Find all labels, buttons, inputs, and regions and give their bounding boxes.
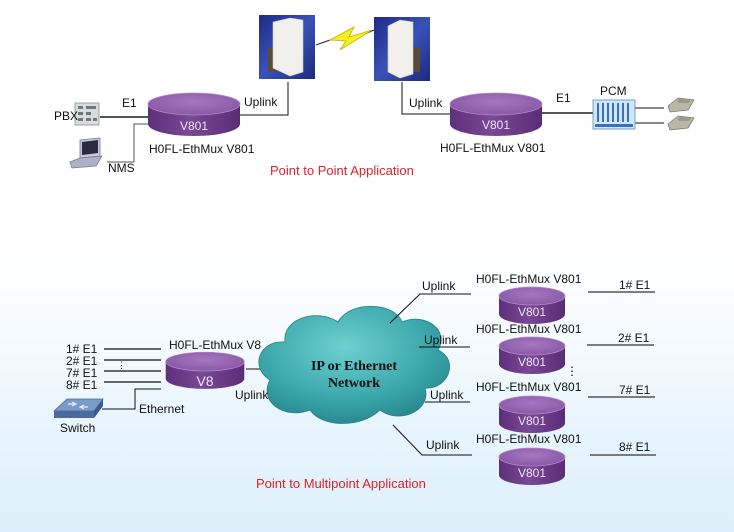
nms-label: NMS bbox=[108, 161, 135, 175]
device-model-text: V801 bbox=[180, 119, 208, 133]
p2p-left-connectors bbox=[100, 82, 289, 163]
device-model-text: V801 bbox=[518, 466, 546, 480]
hub-device: V8 bbox=[165, 351, 245, 390]
hub-e1-input-label: 2# E1 bbox=[66, 354, 98, 368]
remote-e1-label: 7# E1 bbox=[619, 383, 651, 397]
p2p-caption: Point to Point Application bbox=[270, 163, 414, 178]
p2p-right-device: V801 bbox=[449, 92, 543, 137]
device-name-label: H0FL-EthMux V801 bbox=[440, 141, 546, 155]
ethernet-label: Ethernet bbox=[139, 402, 185, 416]
remote-uplink-label: Uplink bbox=[430, 388, 464, 402]
hub-ellipsis: ⋮ bbox=[117, 360, 126, 370]
cloud-label-line2: Network bbox=[328, 376, 380, 391]
hub-e1-input-label: 8# E1 bbox=[66, 378, 98, 392]
remote-device-name-label: H0FL-EthMux V801 bbox=[476, 432, 582, 446]
hub-device-name-label: H0FL-EthMux V8 bbox=[169, 338, 262, 352]
remote-ellipsis: ⋮ bbox=[566, 364, 578, 378]
pcm-label: PCM bbox=[600, 84, 627, 98]
remote-uplink-label: Uplink bbox=[426, 438, 460, 452]
remote-device-1: V801 bbox=[498, 286, 566, 325]
device-model-text: V8 bbox=[196, 373, 213, 389]
hub-ethernet-line bbox=[102, 368, 262, 410]
remote-e1-label: 2# E1 bbox=[618, 331, 650, 345]
switch-icon bbox=[52, 398, 104, 418]
device-model-text: V801 bbox=[518, 305, 546, 319]
device-name-label: H0FL-EthMux V801 bbox=[149, 142, 255, 156]
device-model-text: V801 bbox=[482, 118, 510, 132]
p2mp-caption: Point to Multipoint Application bbox=[256, 476, 426, 491]
pbx-icon bbox=[74, 102, 100, 126]
pcm-icon bbox=[592, 99, 636, 130]
remote-device-name-label: H0FL-EthMux V801 bbox=[476, 322, 582, 336]
device-model-text: V801 bbox=[518, 355, 546, 369]
lightning-icon bbox=[315, 26, 375, 51]
remote-device-name-label: H0FL-EthMux V801 bbox=[476, 380, 582, 394]
remote-uplink-label: Uplink bbox=[424, 333, 458, 347]
telephone-icon bbox=[667, 97, 695, 113]
remote-e1-label: 1# E1 bbox=[619, 278, 651, 292]
remote-device-3: V801 bbox=[498, 395, 566, 434]
remote-e1-lines bbox=[587, 291, 656, 456]
hub-e1-input-label: 1# E1 bbox=[66, 342, 98, 356]
remote-e1-label: 8# E1 bbox=[619, 440, 651, 454]
remote-device-name-label: H0FL-EthMux V801 bbox=[476, 272, 582, 286]
uplink-label: Uplink bbox=[409, 96, 443, 110]
hub-e1-input-label: 7# E1 bbox=[66, 366, 98, 380]
switch-label: Switch bbox=[60, 421, 96, 435]
pbx-label: PBX bbox=[54, 109, 79, 123]
device-model-text: V801 bbox=[518, 414, 546, 428]
p2p-right-connectors bbox=[401, 82, 664, 124]
telephone-icon bbox=[667, 115, 695, 131]
hub-uplink-label: Uplink bbox=[235, 388, 269, 402]
antenna-icon bbox=[374, 17, 430, 81]
antenna-icon bbox=[259, 15, 315, 79]
e1-label: E1 bbox=[122, 96, 137, 110]
p2p-left-device: V801 bbox=[147, 92, 241, 137]
remote-device-4: V801 bbox=[498, 447, 566, 486]
cloud-label-line1: IP or Ethernet bbox=[311, 359, 397, 374]
laptop-icon bbox=[69, 137, 103, 169]
cloud-uplink-lines bbox=[389, 293, 472, 456]
uplink-label: Uplink bbox=[244, 95, 278, 109]
e1-label: E1 bbox=[556, 91, 571, 105]
remote-uplink-label: Uplink bbox=[422, 279, 456, 293]
network-cloud: IP or Ethernet Network bbox=[258, 305, 450, 424]
hub-e1-lines bbox=[104, 348, 161, 383]
remote-device-2: V801 bbox=[498, 336, 566, 375]
